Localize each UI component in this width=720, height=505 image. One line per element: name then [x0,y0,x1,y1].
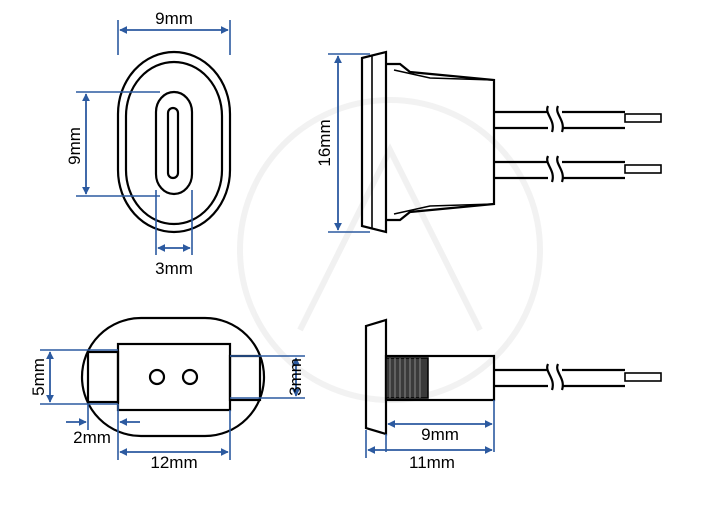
side-bottom-flange [364,318,388,436]
rear-left-label: 5mm [29,358,48,396]
rear-pcb [116,342,232,412]
front-height-label: 9mm [65,127,84,165]
front-outer-oval [116,50,232,234]
side-bottom-total-label: 11mm [409,453,455,472]
side-view-bottom: 9mm 11mm [364,318,662,472]
front-inner-oval [124,60,224,226]
usb-c-tongue [166,106,180,180]
side-bottom-body-label: 9mm [421,425,459,444]
solder-pad-1 [148,368,166,386]
rear-left-tab [86,350,120,404]
front-view: 9mm 9mm 3mm [65,9,232,278]
rear-view: 5mm 3mm 2mm 12mm [29,316,305,472]
threaded-section [385,357,429,399]
solder-pad-2 [181,368,199,386]
side-body [386,62,496,222]
side-flange [360,50,388,234]
front-width-label: 9mm [155,9,193,28]
rear-small-label: 2mm [73,428,111,447]
front-slot-label: 3mm [155,259,193,278]
side-height-label: 16mm [315,119,334,166]
rear-oval [80,316,266,438]
usb-c-port [154,90,194,196]
rear-right-label: 3mm [286,358,305,396]
rear-bottom-label: 12mm [150,453,197,472]
rear-right-tab [228,354,262,402]
side-view: 16mm [315,50,662,234]
